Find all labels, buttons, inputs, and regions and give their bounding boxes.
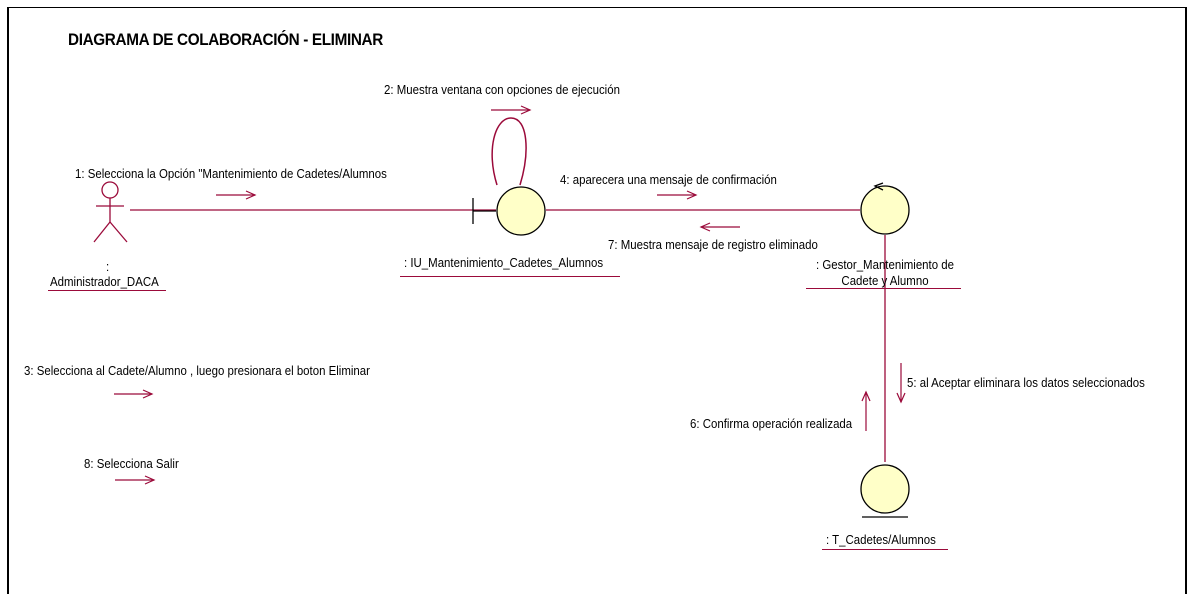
arrow-message-3: [114, 389, 154, 399]
boundary-object-underline: [400, 276, 620, 277]
message-2-label: 2: Muestra ventana con opciones de ejecu…: [384, 82, 620, 97]
self-loop-ui: [491, 117, 527, 186]
actor-stereotype: :: [106, 259, 110, 274]
control-object-underline: [806, 288, 961, 289]
entity-object-label: : T_Cadetes/Alumnos: [826, 532, 936, 547]
arrow-message-1: [216, 190, 257, 200]
arrow-message-8: [115, 475, 156, 485]
control-object-icon: [860, 182, 910, 235]
message-1-label: 1: Selecciona la Opción "Mantenimiento d…: [75, 166, 387, 181]
message-8-label: 8: Selecciona Salir: [84, 456, 179, 471]
boundary-object-icon: [472, 186, 546, 236]
arrow-message-5: [896, 363, 906, 404]
message-6-label: 6: Confirma operación realizada: [690, 416, 853, 431]
message-5-label: 5: al Aceptar eliminara los datos selecc…: [907, 375, 1145, 390]
actor-icon: [93, 181, 128, 243]
arrow-message-4: [657, 190, 698, 200]
entity-object-icon: [860, 464, 910, 518]
message-7-label: 7: Muestra mensaje de registro eliminado: [608, 237, 818, 252]
diagram-title: DIAGRAMA DE COLABORACIÓN - ELIMINAR: [68, 30, 383, 49]
entity-object-underline: [822, 549, 948, 550]
arrow-message-2: [491, 105, 532, 115]
arrow-message-6: [861, 390, 871, 431]
actor-name-underline: [48, 290, 166, 291]
message-4-label: 4: aparecera una mensaje de confirmación: [560, 172, 777, 187]
control-object-label-line2: Cadete y Alumno: [841, 273, 929, 288]
diagram-frame: [7, 7, 1187, 594]
arrow-message-7: [699, 222, 740, 232]
control-object-label-line1: : Gestor_Mantenimiento de: [816, 257, 954, 272]
actor-name: Administrador_DACA: [50, 274, 159, 289]
boundary-object-label: : IU_Mantenimiento_Cadetes_Alumnos: [404, 255, 604, 270]
message-3-label: 3: Selecciona al Cadete/Alumno , luego p…: [24, 363, 370, 378]
